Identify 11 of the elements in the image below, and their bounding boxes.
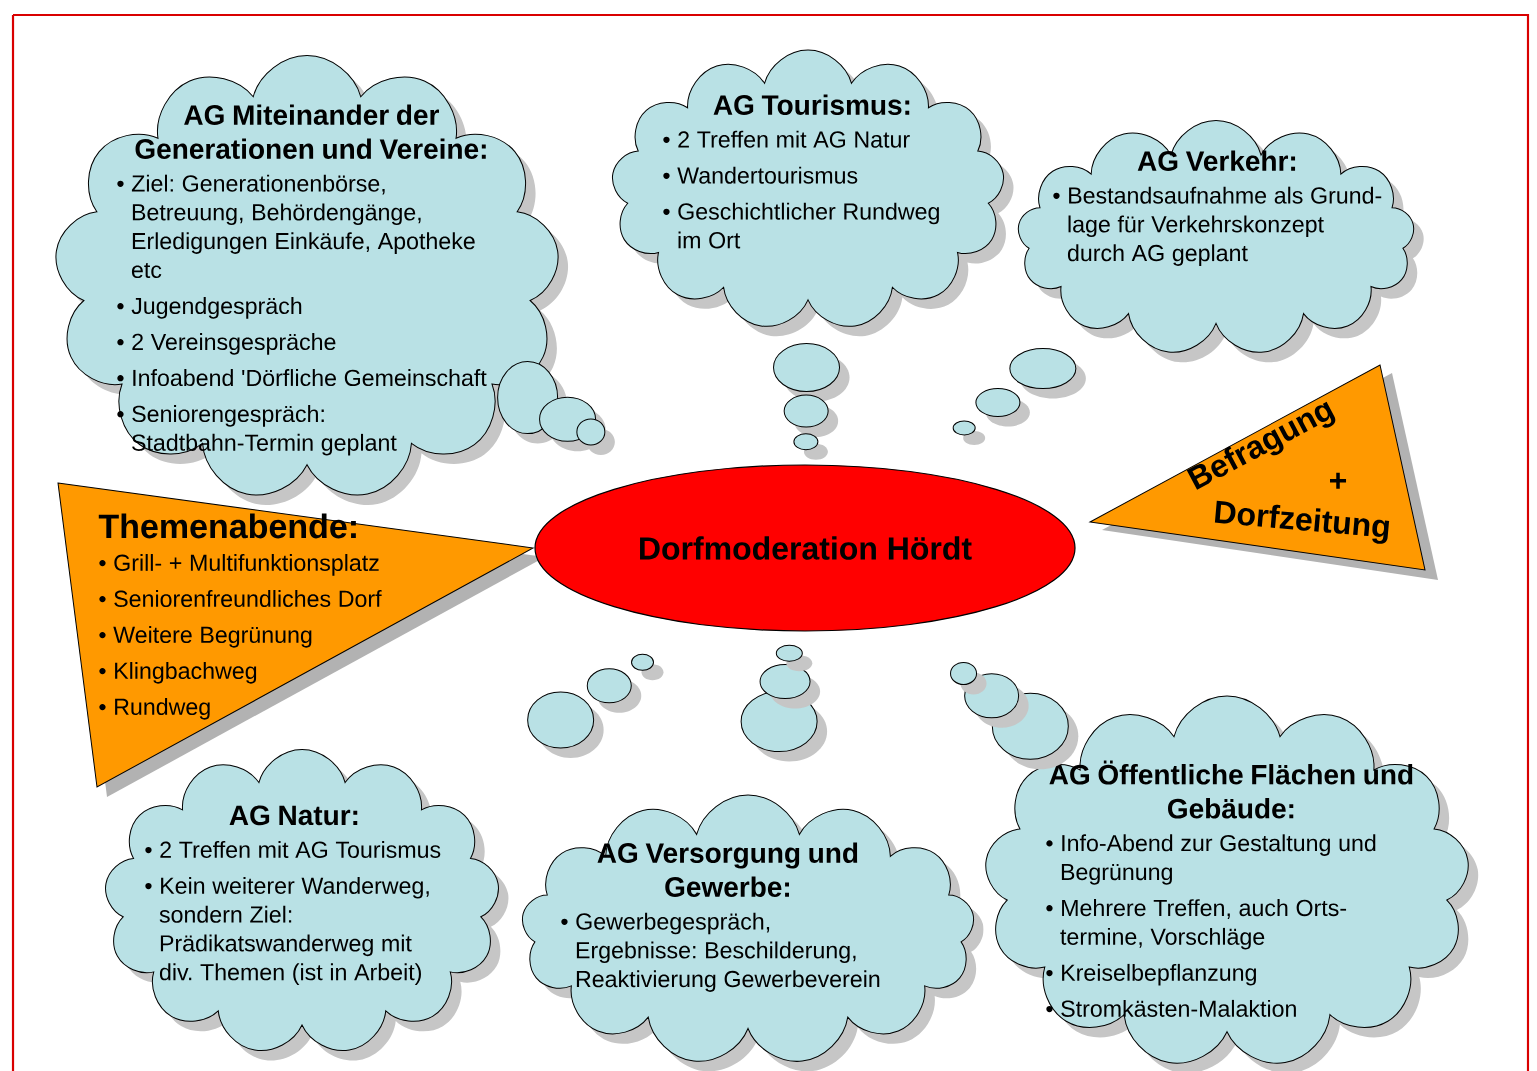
thought-bubble-trail	[950, 661, 1079, 770]
thought-bubble-trail	[740, 644, 828, 762]
thought-cloud: AG Natur: • 2 Treffen mit AG Tourismus • Kein weiterer Wanderweg, sondern Ziel: Prädikatswanderweg mit div. Themen (ist in Arbeit)	[105, 749, 509, 1061]
thought-cloud: AG Verkehr: • Bestandsaufnahme als Grund-lage für Verkehrskonzept durch AG geplant	[1017, 120, 1424, 363]
thought-bubble-trail	[527, 653, 664, 758]
thought-cloud: AG Tourismus: • 2 Treffen mit AG Natur • Wandertourismus • Geschichtlicher Rundweg im Ort	[612, 49, 1014, 337]
thought-bubble-trail	[497, 361, 615, 455]
thought-bubble-trail	[952, 348, 1086, 445]
thought-bubble-trail	[773, 343, 850, 460]
thought-cloud: AG Öffentliche Flächen und Gebäude: • Info-Abend zur Gestaltung und Begrünung • Mehrere Treffen, auch Orts-termine, Vorschläge • Kreiselbepflanzung • Stromkästen-Malaktion	[985, 695, 1479, 1071]
thought-cloud: AG Versorgung und Gewerbe: • Gewerbegespräch, Ergebnisse: Beschilderung, Reaktivierung Gewerbeverein	[521, 794, 984, 1071]
